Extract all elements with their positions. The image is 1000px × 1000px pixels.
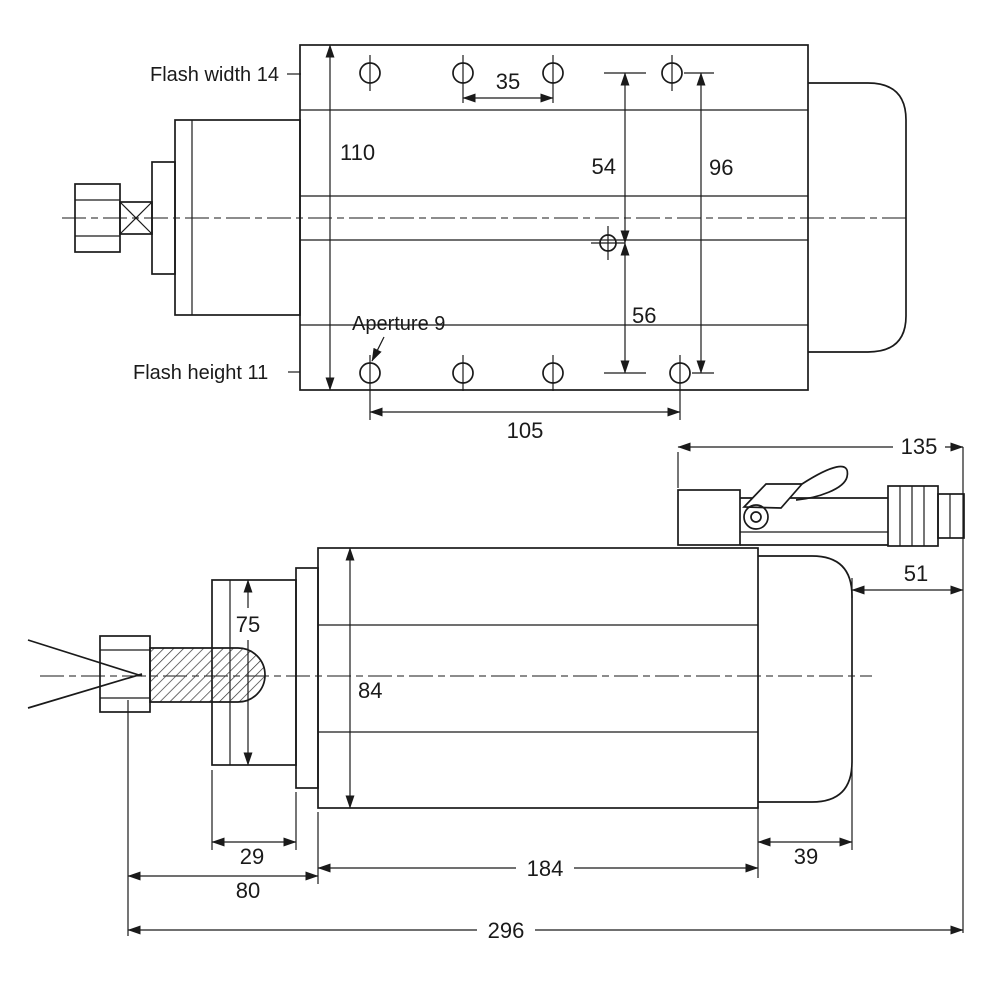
flash-width-label: Flash width 14 <box>150 64 279 86</box>
spindle-body-side <box>317 547 759 809</box>
top-view: 110 35 54 96 56 105 Flash width 14 Flash… <box>62 44 910 443</box>
dim-29-label: 29 <box>240 844 264 869</box>
dim-51-label: 51 <box>904 561 928 586</box>
nut-tip <box>937 493 965 539</box>
tool-taper-line-lower <box>27 673 143 709</box>
cam-lever-body <box>742 483 804 509</box>
side-view: 135 51 75 84 29 80 184 39 296 <box>27 434 965 943</box>
knurled-nut <box>887 485 939 547</box>
dim-135-label: 135 <box>901 434 938 459</box>
dim-75-label: 75 <box>236 612 260 637</box>
aperture-label: Aperture 9 <box>352 313 445 335</box>
dim-96-label: 96 <box>709 155 733 180</box>
tool-taper-line-upper <box>27 639 143 677</box>
dim-110-label: 110 <box>340 140 375 165</box>
dim-56-label: 56 <box>632 303 656 328</box>
cam-handle <box>795 465 849 501</box>
mounting-holes-bottom-row <box>359 355 691 391</box>
rear-housing-top <box>808 82 907 353</box>
dim-80-label: 80 <box>236 878 260 903</box>
mounting-holes-top-row <box>359 55 683 103</box>
flash-height-label: Flash height 11 <box>133 362 268 384</box>
cam-pivot-inner <box>750 511 762 523</box>
dim-296-label: 296 <box>488 918 525 943</box>
dim-54-label: 54 <box>592 154 616 179</box>
dim-184-label: 184 <box>527 856 564 881</box>
shaft-section-box <box>119 201 153 235</box>
dim-84-label: 84 <box>358 678 382 703</box>
cam-pivot-outer <box>743 504 769 530</box>
clamp-wrench-tool <box>677 465 965 547</box>
center-hole <box>591 226 625 260</box>
shaft-section-hatched <box>149 647 266 703</box>
tool-block <box>677 489 741 546</box>
dim-39-label: 39 <box>794 844 818 869</box>
rear-cap-side <box>758 555 853 803</box>
front-plate-side <box>295 567 319 789</box>
dim-105-label: 105 <box>507 418 544 443</box>
dim-35-label: 35 <box>496 69 520 94</box>
collet-nut-side <box>99 635 151 713</box>
